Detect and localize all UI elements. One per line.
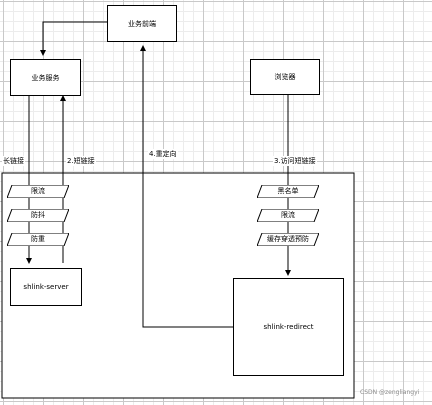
frontend-node: 业务前端 [107,5,177,42]
filter-left-1-label: 限流 [31,187,45,195]
edge-label-long-link: 长链接 [2,156,25,166]
filter-right-1: 黑名单 [257,185,319,198]
browser-node: 浏览器 [250,59,320,95]
filter-right-3-label: 缓存穿透预防 [267,235,309,243]
filter-right-2: 限流 [257,209,319,222]
edge-frontend-to-service [40,21,107,56]
filter-left-3-label: 防重 [31,235,45,243]
filter-left-1: 限流 [7,185,69,198]
frontend-label: 业务前端 [128,19,156,28]
filter-left-3: 防重 [7,233,69,246]
edge-label-short-link: 2.短链接 [66,156,96,166]
shlink-server-node: shlink-server [10,268,82,306]
edge-label-visit-short-link: 3.访问短链接 [273,156,317,166]
filter-right-3: 缓存穿透预防 [257,233,319,246]
service-node: 业务服务 [10,59,81,96]
filter-left-2: 防抖 [7,209,69,222]
filter-right-2-label: 限流 [281,211,295,219]
filter-left-2-label: 防抖 [31,211,45,219]
csdn-watermark: CSDN @zengliangyi [360,389,420,396]
edge-label-redirect: 4.重定向 [148,149,178,159]
shlink-server-label: shlink-server [23,283,69,291]
shlink-redirect-node: shlink-redirect [233,278,344,376]
edge-redirect [140,45,233,328]
service-label: 业务服务 [31,73,60,82]
filter-right-1-label: 黑名单 [277,187,299,195]
shlink-redirect-label: shlink-redirect [263,323,314,331]
browser-label: 浏览器 [274,73,296,81]
